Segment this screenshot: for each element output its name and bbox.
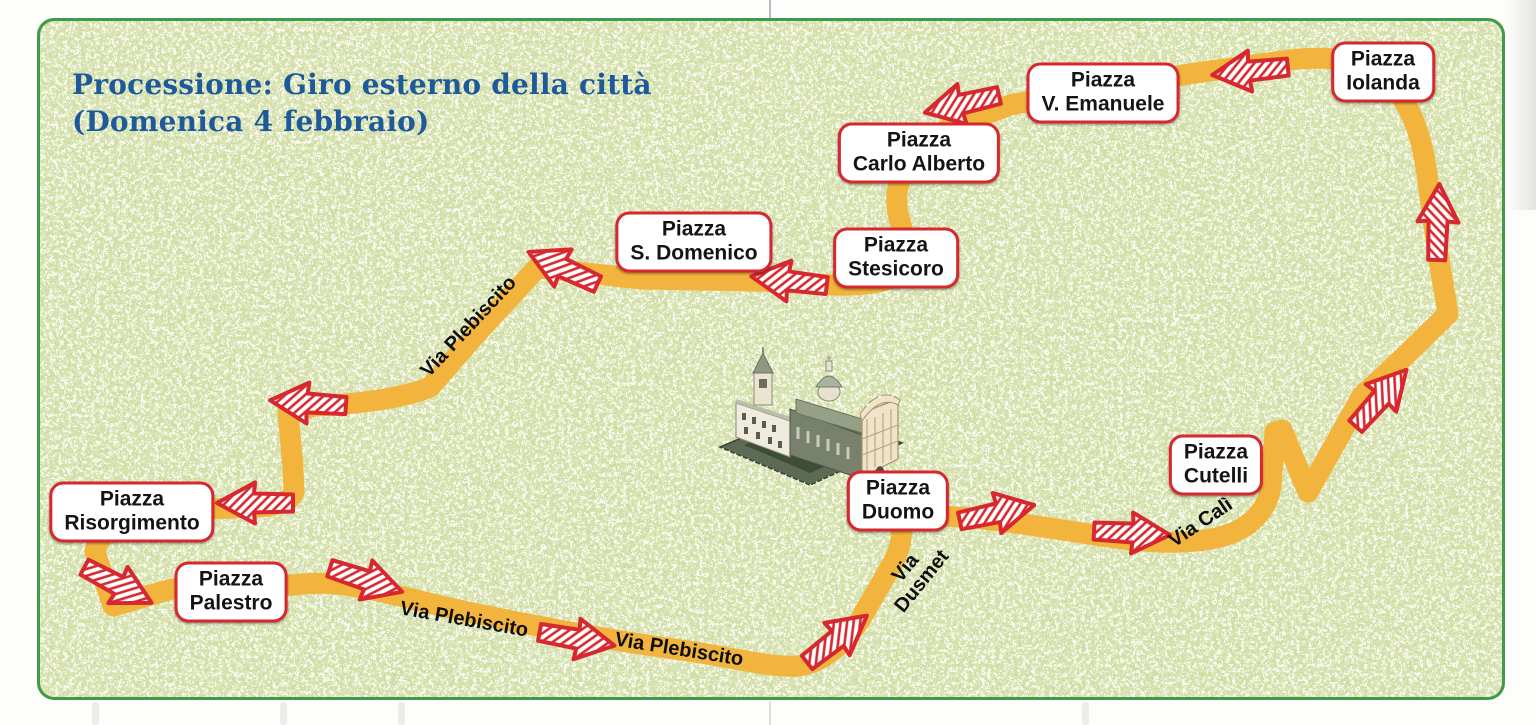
scan-streak [92,702,99,725]
label-line: Piazza [1070,68,1136,92]
page-edge-shading [1506,0,1536,210]
label-line: Piazza [661,217,727,241]
label-line: Piazza [99,487,165,511]
label-line: Cutelli [1183,464,1249,488]
label-line: Piazza [1183,440,1249,464]
piazza-label-cutelli: Piazza Cutelli [1168,434,1264,496]
piazza-label-carlo-alberto: Piazza Carlo Alberto [837,122,1001,184]
label-line: Iolanda [1346,71,1420,95]
map-border [37,18,1505,700]
label-line: V. Emanuele [1041,92,1165,116]
label-line: Carlo Alberto [852,152,986,176]
label-line: Risorgimento [64,511,200,535]
piazza-label-risorgimento: Piazza Risorgimento [49,481,215,543]
map-title-line1: Processione: Giro esterno della città [72,68,652,101]
piazza-label-stesicoro: Piazza Stesicoro [833,227,959,289]
piazza-label-duomo: Piazza Duomo [846,470,950,532]
piazza-label-s-domenico: Piazza S. Domenico [615,211,773,273]
scan-streak [398,702,405,725]
label-line: S. Domenico [630,241,758,265]
piazza-label-v-emanuele: Piazza V. Emanuele [1026,62,1180,124]
label-line: Duomo [861,500,935,524]
label-line: Palestro [189,591,273,615]
cathedral-icon [718,347,904,488]
label-line: Stesicoro [848,257,944,281]
scan-streak [1082,702,1089,725]
label-line: Piazza [1350,47,1416,71]
piazza-label-palestro: Piazza Palestro [174,561,288,623]
label-line: Piazza [863,233,929,257]
scan-streak [280,702,287,725]
label-line: Piazza [198,567,264,591]
label-line: Piazza [886,128,952,152]
map-background-texture [37,18,1505,700]
map-title-line2: (Domenica 4 febbraio) [72,105,430,138]
label-line: Piazza [865,476,931,500]
piazza-label-iolanda: Piazza Iolanda [1331,41,1435,103]
page-fold-line-bottom [769,701,771,725]
page-fold-line-top [769,0,771,18]
map-title: Processione: Giro esterno della città (D… [72,66,652,140]
